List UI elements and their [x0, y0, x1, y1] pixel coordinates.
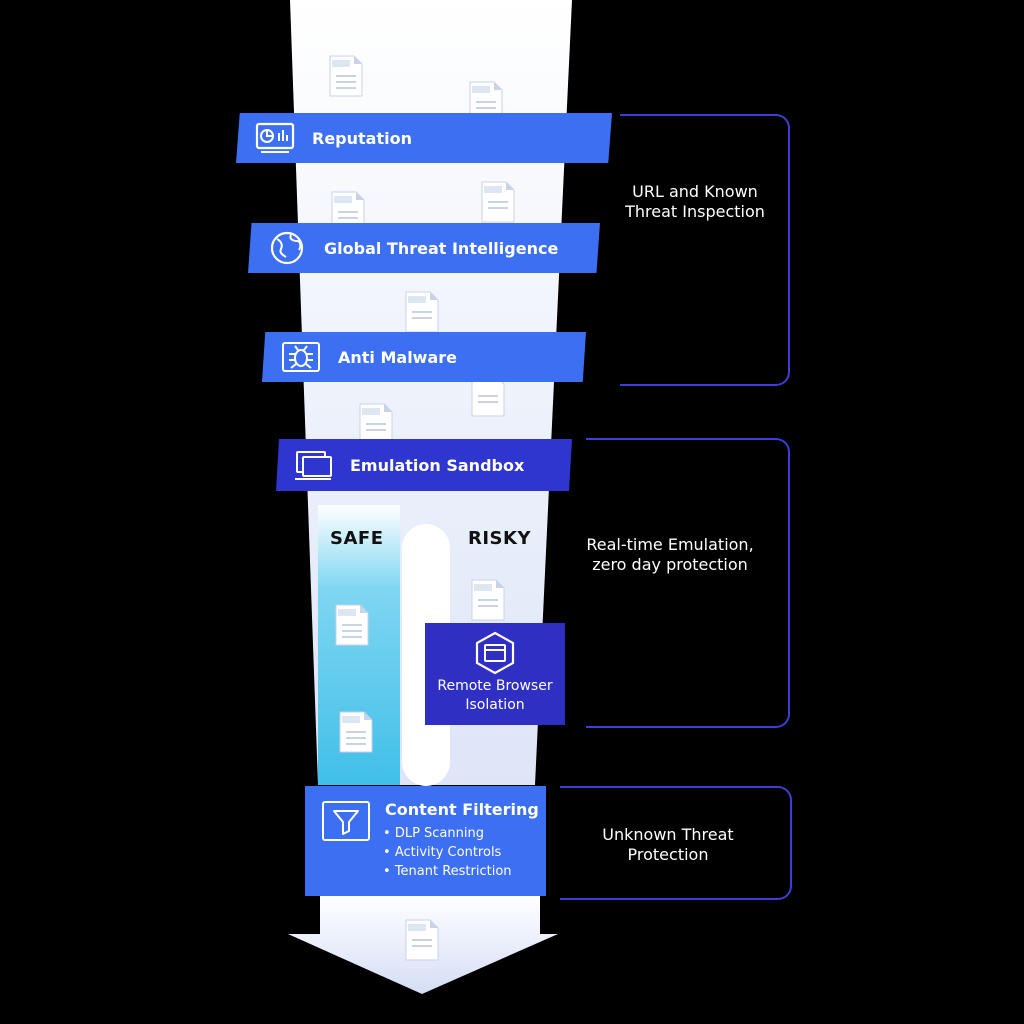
bracket-url-known-threat [620, 114, 790, 386]
bracket-real-time-emulation [586, 438, 790, 728]
layer-anti-malware: Anti Malware [262, 332, 586, 382]
side-label-line: Protection [627, 845, 709, 864]
funnel-icon [322, 801, 370, 841]
side-label-unknown-threat: Unknown Threat Protection [588, 825, 748, 865]
html-file-icon [471, 579, 505, 621]
bug-icon [278, 339, 324, 375]
pdf-file-icon [339, 711, 373, 753]
layer-emulation-sandbox: Emulation Sandbox [276, 439, 572, 491]
docx-file-icon [329, 55, 363, 97]
side-label-line: Real-time Emulation, [586, 535, 754, 554]
isolation-label-line1: Remote Browser [437, 678, 553, 694]
side-label-line: zero day protection [592, 555, 748, 574]
remote-browser-isolation-box: Remote Browser Isolation [425, 623, 565, 725]
docx-file-icon [359, 403, 393, 445]
html-file-icon [405, 291, 439, 333]
doc-file-icon [331, 191, 365, 233]
side-label-real-time-emulation: Real-time Emulation, zero day protection [580, 535, 760, 575]
layer-label: Global Threat Intelligence [324, 238, 559, 258]
side-label-line: Unknown Threat [602, 825, 734, 844]
side-label-line: URL and Known [632, 182, 758, 201]
content-filtering-box: Content Filtering DLP Scanning Activity … [305, 786, 546, 896]
layer-label: Anti Malware [338, 347, 457, 367]
safe-lane-label: SAFE [330, 528, 384, 549]
isolation-label-line2: Isolation [465, 697, 525, 713]
doc-file-icon [335, 604, 369, 646]
list-item: Activity Controls [383, 843, 512, 862]
list-item: Tenant Restriction [383, 862, 512, 881]
docx-file-icon [405, 919, 439, 961]
bracket-unknown-threat [560, 786, 792, 900]
layer-global-threat-intelligence: Global Threat Intelligence [248, 223, 600, 273]
list-item: DLP Scanning [383, 824, 512, 843]
globe-icon [264, 230, 310, 266]
side-label-url-known-threat: URL and Known Threat Inspection [612, 182, 778, 222]
risky-lane-label: RISKY [468, 528, 532, 549]
side-label-line: Threat Inspection [625, 202, 765, 221]
content-filtering-list: DLP Scanning Activity Controls Tenant Re… [383, 824, 512, 881]
layer-reputation: Reputation [236, 113, 612, 163]
content-filtering-title: Content Filtering [385, 800, 539, 819]
layer-label: Emulation Sandbox [350, 455, 525, 475]
pdf-file-icon [469, 81, 503, 123]
docx-file-icon [481, 181, 515, 223]
laptop-icon [290, 447, 336, 483]
layer-label: Reputation [312, 128, 412, 148]
browser-window-icon [475, 631, 515, 675]
dashboard-chart-icon [252, 120, 298, 156]
